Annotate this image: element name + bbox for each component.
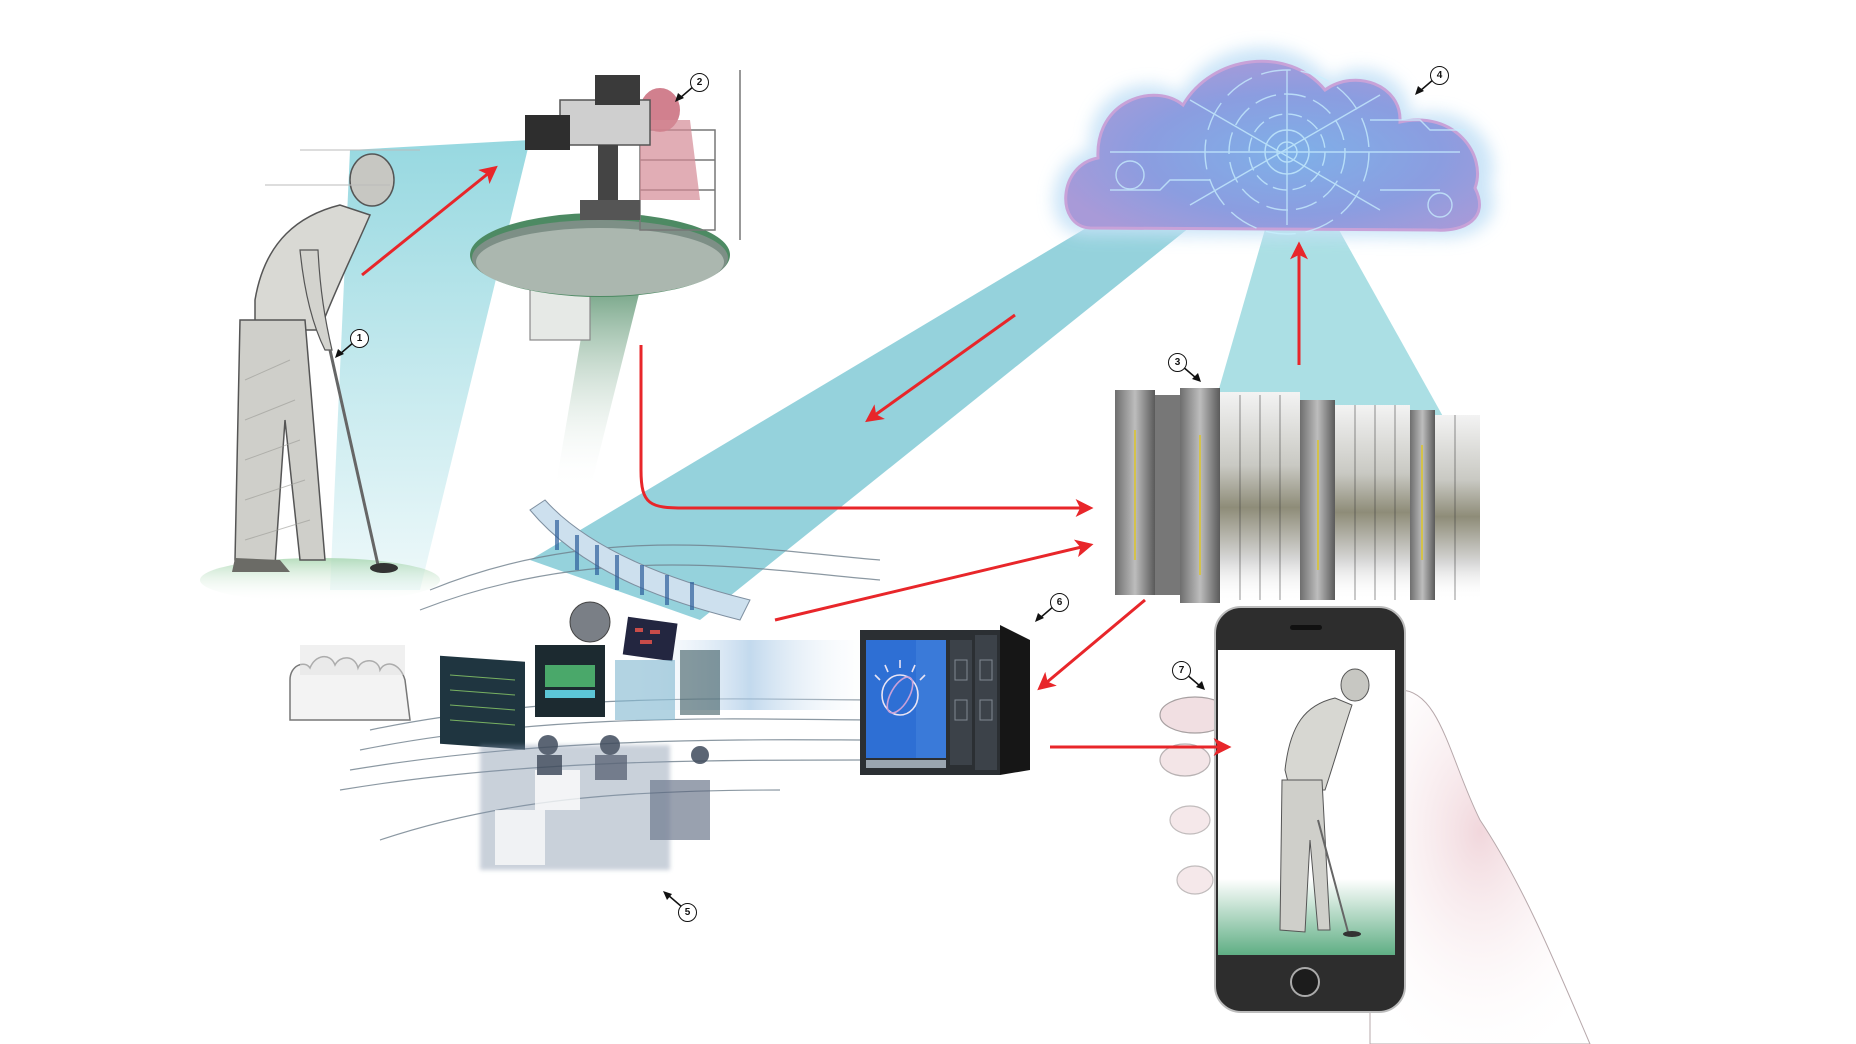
marker-5-control-room: 5 bbox=[660, 885, 720, 925]
marker-number: 5 bbox=[678, 903, 697, 922]
hand bbox=[1369, 689, 1591, 1044]
marker-number: 6 bbox=[1050, 593, 1069, 612]
marker-number: 7 bbox=[1172, 661, 1191, 680]
phone-speaker bbox=[1290, 625, 1322, 630]
marker-4-cloud: 4 bbox=[1412, 65, 1472, 105]
server-racks bbox=[1115, 388, 1480, 603]
marker-3-servers: 3 bbox=[1168, 352, 1228, 392]
arrow-control-room-to-servers bbox=[774, 539, 1094, 622]
camera-crane bbox=[470, 70, 741, 490]
phone-home-button bbox=[1290, 967, 1320, 997]
marker-2-camera: 2 bbox=[672, 72, 732, 112]
broadcast-camera bbox=[559, 99, 651, 146]
watson-server bbox=[860, 625, 1030, 775]
arrow-cloud-to-control-room bbox=[865, 313, 1016, 423]
marker-number: 1 bbox=[350, 329, 369, 348]
control-room bbox=[289, 499, 881, 870]
globe bbox=[569, 601, 611, 643]
cloud-circuit-pattern bbox=[1110, 69, 1465, 235]
marker-6-watson: 6 bbox=[1032, 592, 1092, 632]
golfer bbox=[200, 149, 440, 602]
cloud-body bbox=[1064, 59, 1481, 232]
cloud bbox=[1053, 47, 1494, 239]
marker-number: 4 bbox=[1430, 66, 1449, 85]
control-screen-1 bbox=[440, 655, 525, 750]
watson-logo-icon bbox=[874, 660, 926, 716]
operators bbox=[480, 735, 710, 870]
arrow-camera-to-servers bbox=[639, 345, 1094, 517]
marker-1-golfer: 1 bbox=[332, 328, 392, 368]
arrow-golfer-to-camera bbox=[361, 165, 498, 277]
flow-arrows bbox=[361, 165, 1308, 756]
control-screen-3 bbox=[622, 616, 678, 662]
phone-golfer bbox=[1279, 668, 1370, 937]
marker-number: 2 bbox=[690, 73, 709, 92]
arrow-servers-to-watson bbox=[1037, 598, 1146, 691]
marker-number: 3 bbox=[1168, 353, 1187, 372]
marker-7-phone: 7 bbox=[1172, 660, 1232, 700]
hand-holding-phone bbox=[1159, 606, 1591, 1044]
